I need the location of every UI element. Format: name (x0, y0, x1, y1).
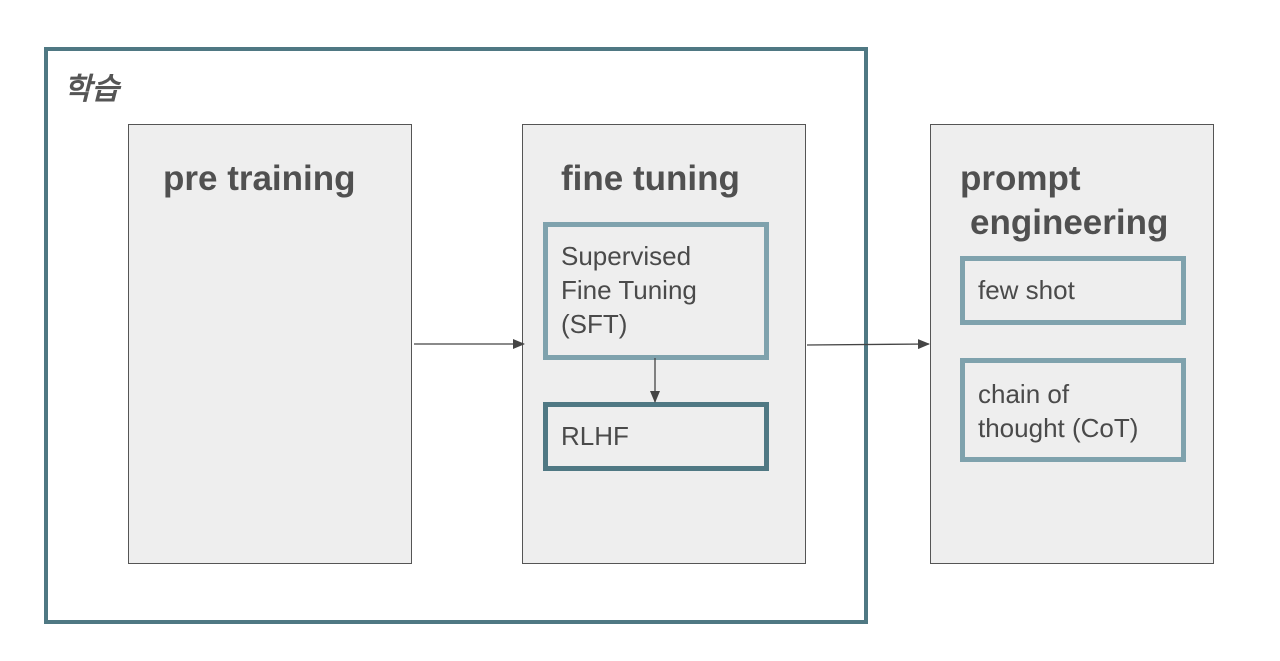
method-sft-box: Supervised Fine Tuning (SFT) (543, 222, 769, 360)
stage-prompt-engineering-title-line2: engineering (970, 203, 1169, 242)
stage-pre-training-title: pre training (163, 159, 356, 198)
method-rlhf-label: RLHF (561, 421, 629, 451)
learning-group-frame (44, 47, 868, 624)
method-few-shot-label: few shot (978, 275, 1075, 305)
method-few-shot-box: few shot (960, 256, 1186, 325)
stage-prompt-engineering-title-line1: prompt (960, 159, 1081, 198)
method-cot-label: chain of thought (CoT) (978, 379, 1139, 443)
stage-pre-training: pre training (128, 124, 412, 564)
learning-group-label: 학습 (64, 72, 120, 107)
stage-fine-tuning-title: fine tuning (561, 159, 740, 198)
stage-fine-tuning: fine tuning Supervised Fine Tuning (SFT)… (522, 124, 806, 564)
method-cot-box: chain of thought (CoT) (960, 358, 1186, 462)
method-sft-label: Supervised Fine Tuning (SFT) (561, 241, 697, 339)
stage-prompt-engineering: prompt engineering few shot chain of tho… (930, 124, 1214, 564)
method-rlhf-box: RLHF (543, 402, 769, 471)
